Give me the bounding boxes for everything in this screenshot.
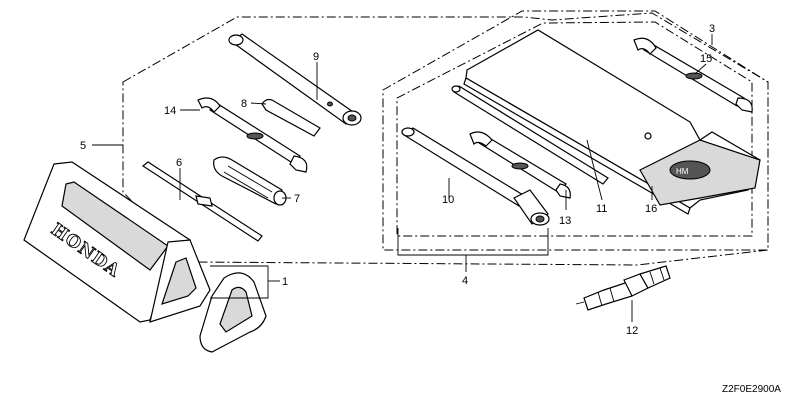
- screwdriver-grip: [261, 98, 321, 137]
- callout-15: 15: [700, 53, 712, 65]
- callout-14: 14: [164, 105, 176, 117]
- bracket-4: [397, 228, 549, 256]
- screwdriver-blade: [141, 161, 263, 242]
- triangle-grommet: [199, 272, 267, 353]
- screwdriver-handle: [213, 156, 287, 206]
- diagram-code: Z2F0E2900A: [722, 384, 781, 395]
- spanner-13: [469, 131, 571, 199]
- callout-16: 16: [645, 203, 657, 215]
- spanner-15: [633, 37, 753, 113]
- spanner-14: [197, 97, 308, 173]
- callout-6: 6: [176, 157, 182, 169]
- callout-4: 4: [462, 275, 468, 287]
- callout-8: 8: [241, 98, 247, 110]
- extension-bar: [451, 85, 609, 185]
- callout-1: 1: [282, 276, 288, 288]
- callout-7: 7: [294, 193, 300, 205]
- group-outline-3: [382, 10, 769, 251]
- callout-5: 5: [80, 140, 86, 152]
- callout-11: 11: [596, 203, 607, 215]
- spark-plug: [575, 265, 671, 311]
- bracket-1: [210, 265, 269, 299]
- callout-10: 10: [442, 194, 454, 206]
- callout-9: 9: [313, 51, 319, 63]
- plug-wrench: [401, 127, 550, 226]
- callout-12: 12: [626, 325, 638, 337]
- callout-3: 3: [709, 23, 715, 35]
- svg-text:HM: HM: [676, 167, 689, 176]
- callout-13: 13: [559, 215, 571, 227]
- tool-case: HM: [463, 29, 761, 215]
- box-spanner: [228, 33, 362, 126]
